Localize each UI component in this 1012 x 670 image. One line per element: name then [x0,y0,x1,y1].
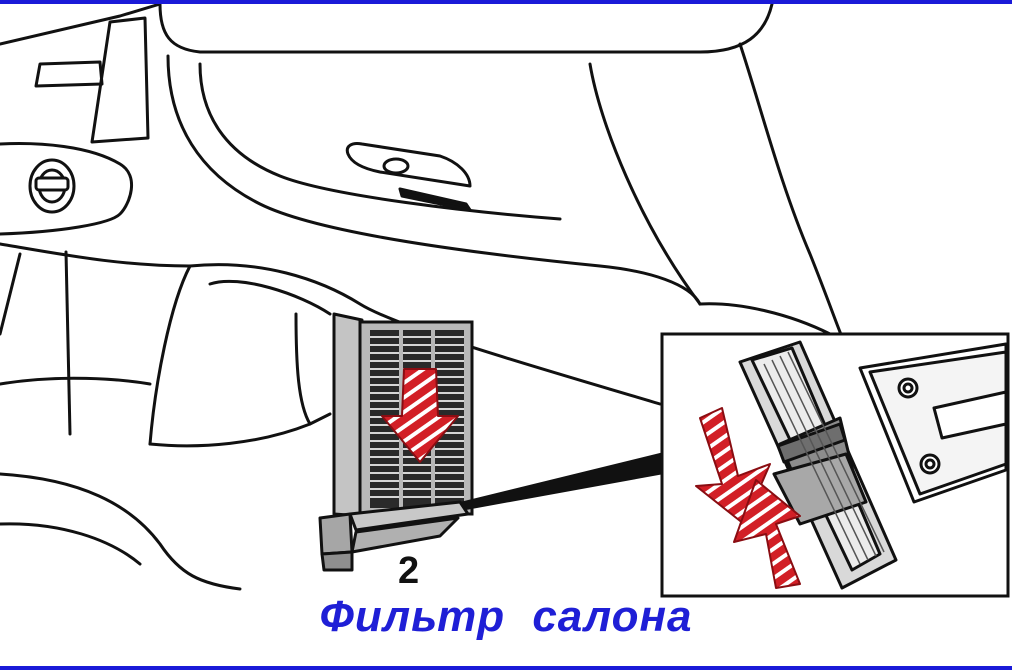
part-number-label: 2 [398,550,420,592]
filter-cover-part [318,500,470,572]
filter-illustration [0,4,1010,598]
callout-pointer [460,452,664,510]
dashboard-outline [0,4,847,591]
striped-squeeze-arrows-icon [695,407,801,589]
detail-inset [660,332,1010,598]
air-vent [28,158,76,214]
striped-down-arrow-icon [381,368,459,463]
glovebox-handle [345,142,472,212]
figure-caption: Фильтр салона [319,592,693,641]
